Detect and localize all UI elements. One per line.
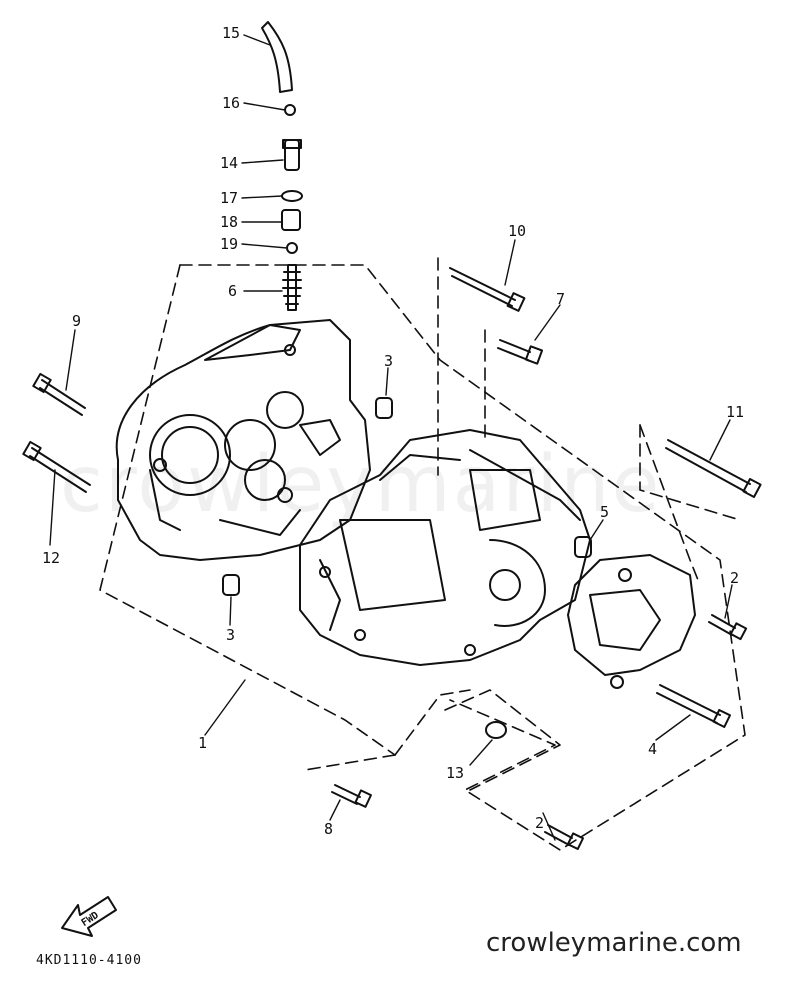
website-label: crowleymarine.com [486,928,742,958]
label-part-5: 5 [600,503,609,521]
label-part-19: 19 [220,235,238,253]
label-part-18: 18 [220,213,238,231]
assembly-outline [99,257,746,851]
fwd-arrow-icon [61,896,117,937]
leader-lines [49,34,733,841]
label-part-10: 10 [508,222,526,240]
side-cover [567,554,696,689]
label-part-2-right: 2 [730,569,739,587]
label-part-8: 8 [324,820,333,838]
label-part-6: 6 [228,282,237,300]
bolts [22,267,762,851]
label-part-1: 1 [198,734,207,752]
dowels [222,397,592,739]
label-part-4: 4 [648,740,657,758]
label-part-15: 15 [222,24,240,42]
label-part-14: 14 [220,154,238,172]
label-part-11: 11 [726,403,744,421]
label-part-17: 17 [220,189,238,207]
label-part-3-top: 3 [384,352,393,370]
breather-stack [261,21,303,311]
label-part-3-bottom: 3 [226,626,235,644]
label-part-16: 16 [222,94,240,112]
label-part-9: 9 [72,312,81,330]
left-crankcase [115,319,371,561]
right-crankcase [299,429,591,666]
label-part-12: 12 [42,549,60,567]
diagram-code: 4KD1110-4100 [36,953,142,968]
label-part-13: 13 [446,764,464,782]
label-part-7: 7 [556,290,565,308]
label-part-2-bottom: 2 [535,814,544,832]
